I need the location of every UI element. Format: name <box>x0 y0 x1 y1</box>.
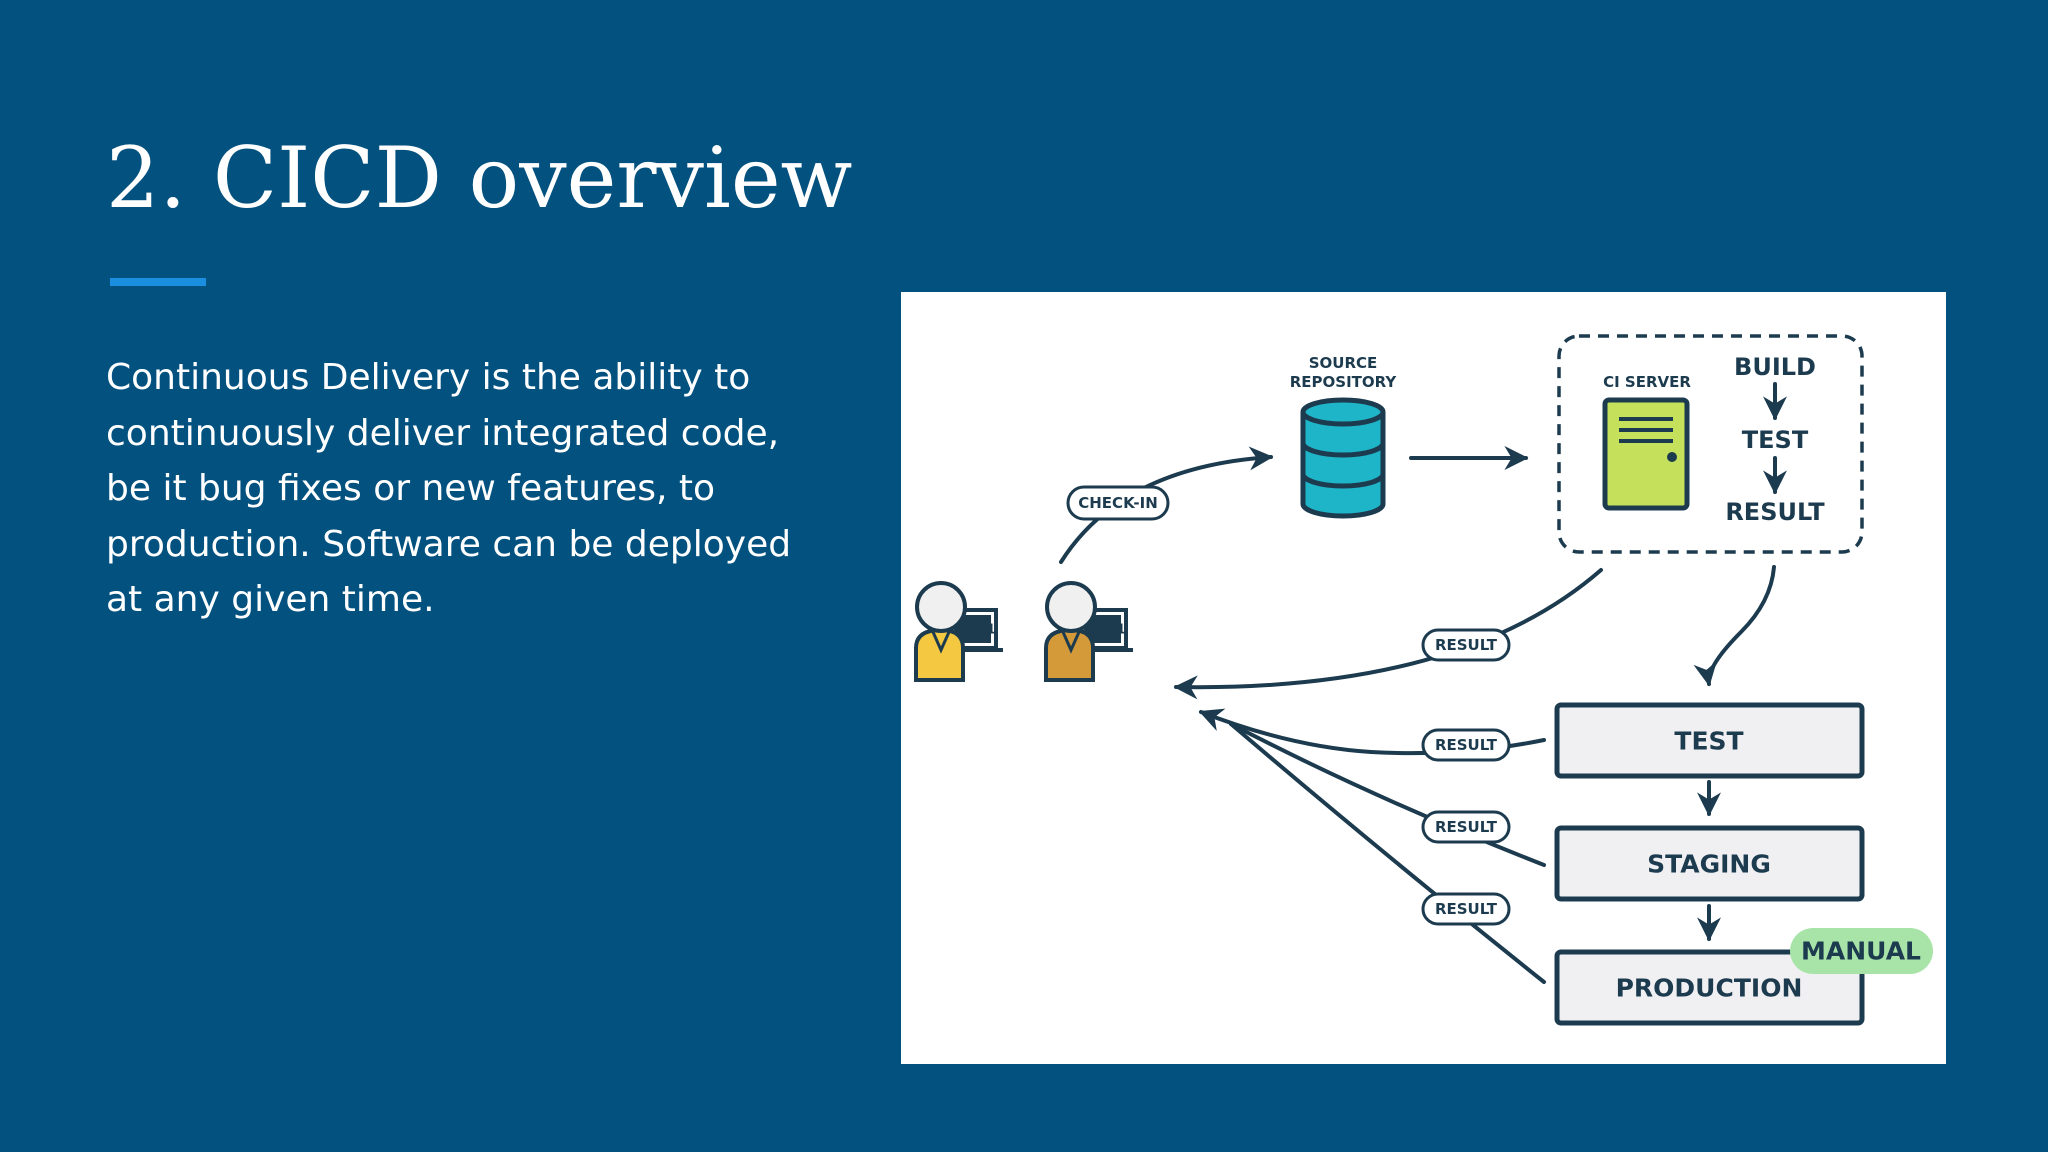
title-underline <box>110 278 206 286</box>
slide-title: 2. CICD overview <box>106 129 853 227</box>
result-label: RESULT <box>1421 628 1511 662</box>
svg-text:MANUAL: MANUAL <box>1801 937 1921 966</box>
cicd-diagram-canvas: 10101 10101 CHECK-IN SOURCE REPOSITORY <box>914 334 1933 1026</box>
ci-server-label: CI SERVER <box>1603 373 1691 391</box>
ci-step-result: RESULT <box>1725 498 1825 526</box>
ci-step-test: TEST <box>1742 426 1809 454</box>
ci-to-test-arrow <box>1693 565 1776 687</box>
source-repository-label: SOURCE <box>1309 354 1378 372</box>
result-label: RESULT <box>1421 892 1511 926</box>
svg-text:RESULT: RESULT <box>1435 736 1498 754</box>
source-repository-label: REPOSITORY <box>1290 373 1398 391</box>
cicd-diagram: 10101 10101 CHECK-IN SOURCE REPOSITORY <box>901 292 1946 1064</box>
staging-result-line <box>1229 722 1546 867</box>
stage-production: PRODUCTION <box>1554 949 1865 1026</box>
checkin-label: CHECK-IN <box>1066 485 1170 521</box>
result-label: RESULT <box>1421 728 1511 762</box>
svg-text:PRODUCTION: PRODUCTION <box>1616 974 1803 1003</box>
svg-text:RESULT: RESULT <box>1435 900 1498 918</box>
manual-badge: MANUAL <box>1790 928 1933 974</box>
developer-icon: 10101 <box>1044 581 1133 682</box>
developer-icon: 10101 <box>914 581 1003 682</box>
ci-step-build: BUILD <box>1734 353 1816 381</box>
svg-text:RESULT: RESULT <box>1435 636 1498 654</box>
stage-test: TEST <box>1554 702 1865 779</box>
developer-screen-text: 10101 <box>1080 623 1125 638</box>
svg-text:STAGING: STAGING <box>1647 850 1771 879</box>
production-result-line <box>1229 722 1546 984</box>
svg-text:CHECK-IN: CHECK-IN <box>1078 494 1158 512</box>
ci-server-container <box>1557 334 1864 554</box>
slide-body-text: Continuous Delivery is the ability to co… <box>106 357 792 620</box>
stage-staging: STAGING <box>1554 825 1865 902</box>
ci-result-arrow <box>1173 568 1603 700</box>
result-label: RESULT <box>1421 810 1511 844</box>
svg-text:RESULT: RESULT <box>1435 818 1498 836</box>
database-icon <box>1300 397 1386 519</box>
developer-screen-text: 10101 <box>950 623 995 638</box>
server-icon <box>1602 397 1690 511</box>
svg-text:TEST: TEST <box>1674 727 1743 756</box>
